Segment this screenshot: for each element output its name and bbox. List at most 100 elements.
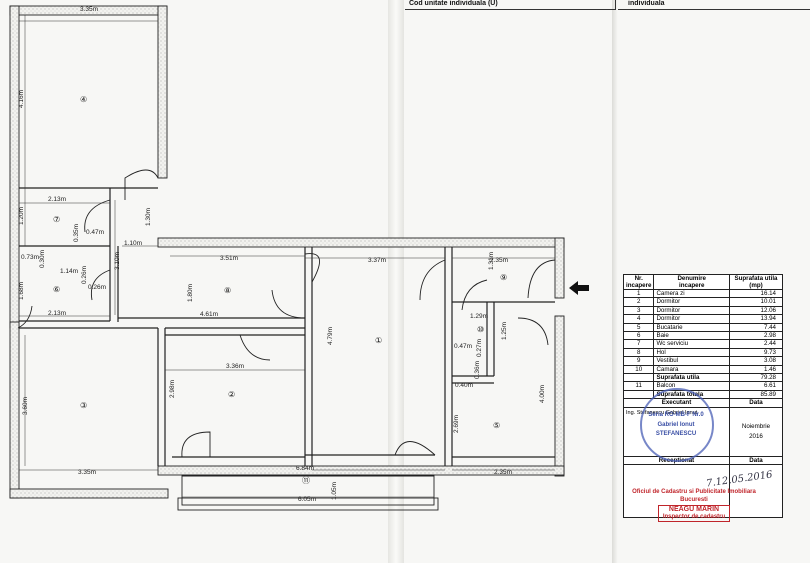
dim-text: 2.35m: [490, 257, 508, 264]
door-room5: [517, 317, 549, 346]
door-room6: [90, 269, 111, 301]
dim-text: 4.79m: [327, 327, 334, 345]
header-left-label: Cod unitate individuala (U): [409, 0, 498, 7]
room-label-11: ⑪: [302, 476, 310, 485]
balcony: [177, 474, 439, 511]
room-label-7: ⑦: [53, 215, 60, 224]
header-right-cell: [618, 0, 810, 10]
door-room7: [84, 199, 111, 233]
dim-text: 4.16m: [18, 90, 25, 108]
dim-text: 0.73m: [21, 254, 39, 261]
dim-text: 3.35m: [78, 469, 96, 476]
red-stamp-line-2: Bucuresti: [680, 496, 708, 503]
exterior-walls: [9, 5, 565, 499]
dim-text: 6.84m: [296, 465, 314, 472]
dim-text: 1.68m: [18, 282, 25, 300]
dim-text: 3.10m: [114, 252, 121, 270]
dim-text: 1.29m: [470, 313, 488, 320]
door-swings: [17, 169, 556, 458]
door-balcony-right: [394, 441, 436, 456]
header-left-cell: [405, 0, 616, 10]
dim-text: 0.40m: [455, 382, 473, 389]
surveyor-stamp: [640, 388, 714, 462]
door-room2: [239, 334, 271, 361]
dim-text: 1.25m: [501, 322, 508, 340]
dim-text: 4.00m: [539, 385, 546, 403]
dim-text: 2.13m: [48, 196, 66, 203]
red-stamp-name-box: NEAGU MARIN Inspector de cadastru: [657, 505, 731, 522]
dimension-labels: 3.35m 4.16m 2.13m 1.20m 0.47m 0.35m 3.10…: [18, 6, 546, 503]
dim-text: 2.98m: [169, 380, 176, 398]
room-label-8: ⑧: [224, 286, 231, 295]
dim-text: 0.35m: [73, 224, 80, 242]
interior-walls: [19, 187, 555, 466]
dim-text: 1.20m: [18, 207, 25, 225]
red-stamp-line-1: Oficiul de Cadastru si Publicitate Imobi…: [632, 489, 756, 495]
room-label-10: ⑩: [477, 325, 484, 334]
cadastre-office-stamp: Oficiul de Cadastru si Publicitate Imobi…: [623, 489, 765, 525]
dim-text: 3.35m: [80, 6, 98, 13]
red-stamp-role: Inspector de cadastru: [662, 513, 726, 520]
dim-text: 3.37m: [368, 257, 386, 264]
door-balcony-left: [181, 431, 211, 458]
red-stamp-name: NEAGU MARIN: [668, 506, 720, 513]
dim-text: 2.13m: [48, 310, 66, 317]
door-hall: [271, 289, 306, 319]
room-label-2: ②: [228, 390, 235, 399]
stamp-line-3: STEFANESCU: [655, 431, 697, 437]
receptionat-row: [623, 464, 783, 519]
dim-text: 1.14m: [60, 268, 78, 275]
dim-text: 0.47m: [454, 343, 472, 350]
dim-text: 0.26m: [88, 284, 106, 291]
col-header-area: Suprafata utila(mp): [729, 274, 783, 290]
door-room9a: [419, 259, 446, 301]
room-label-3: ③: [80, 401, 87, 410]
dim-text: 1.30m: [145, 208, 152, 226]
dim-text: 3.36m: [226, 363, 244, 370]
dim-text: 3.60m: [22, 397, 29, 415]
door-room4: [124, 169, 159, 200]
stamp-line-1: Seria RO-MB-F Nr.0: [648, 412, 704, 418]
header-right-label: individuala: [628, 0, 665, 7]
door-room10: [461, 279, 488, 311]
dim-text: 2.35m: [494, 469, 512, 476]
room-label-1: ①: [375, 336, 382, 345]
dim-text: 3.51m: [220, 255, 238, 262]
stamp-line-2: Gabriel Ionut: [657, 422, 695, 428]
entrance-arrow-icon: [569, 281, 589, 295]
paper-fold-right: [612, 0, 618, 563]
dimension-lines: [19, 15, 555, 498]
dim-text: 6.05m: [298, 496, 316, 503]
paper-crease: [388, 0, 404, 563]
door-room1: [304, 253, 320, 283]
col-header-nr: Nr.incapere: [622, 274, 655, 290]
dim-text: 1.05m: [331, 482, 338, 500]
dim-text: 0.30m: [39, 250, 46, 268]
room-label-4: ④: [80, 95, 87, 104]
dim-text: 0.27m: [476, 339, 483, 357]
room-labels: ④ ⑦ ⑥ ⑧ ① ⑨ ⑩ ③ ② ⑤ ⑪: [53, 95, 507, 485]
dim-text: 2.69m: [453, 415, 460, 433]
room-label-9: ⑨: [500, 273, 507, 282]
dim-text: 0.26m: [81, 266, 88, 284]
room-label-6: ⑥: [53, 285, 60, 294]
room-label-5: ⑤: [493, 421, 500, 430]
door-room9b: [527, 259, 556, 299]
